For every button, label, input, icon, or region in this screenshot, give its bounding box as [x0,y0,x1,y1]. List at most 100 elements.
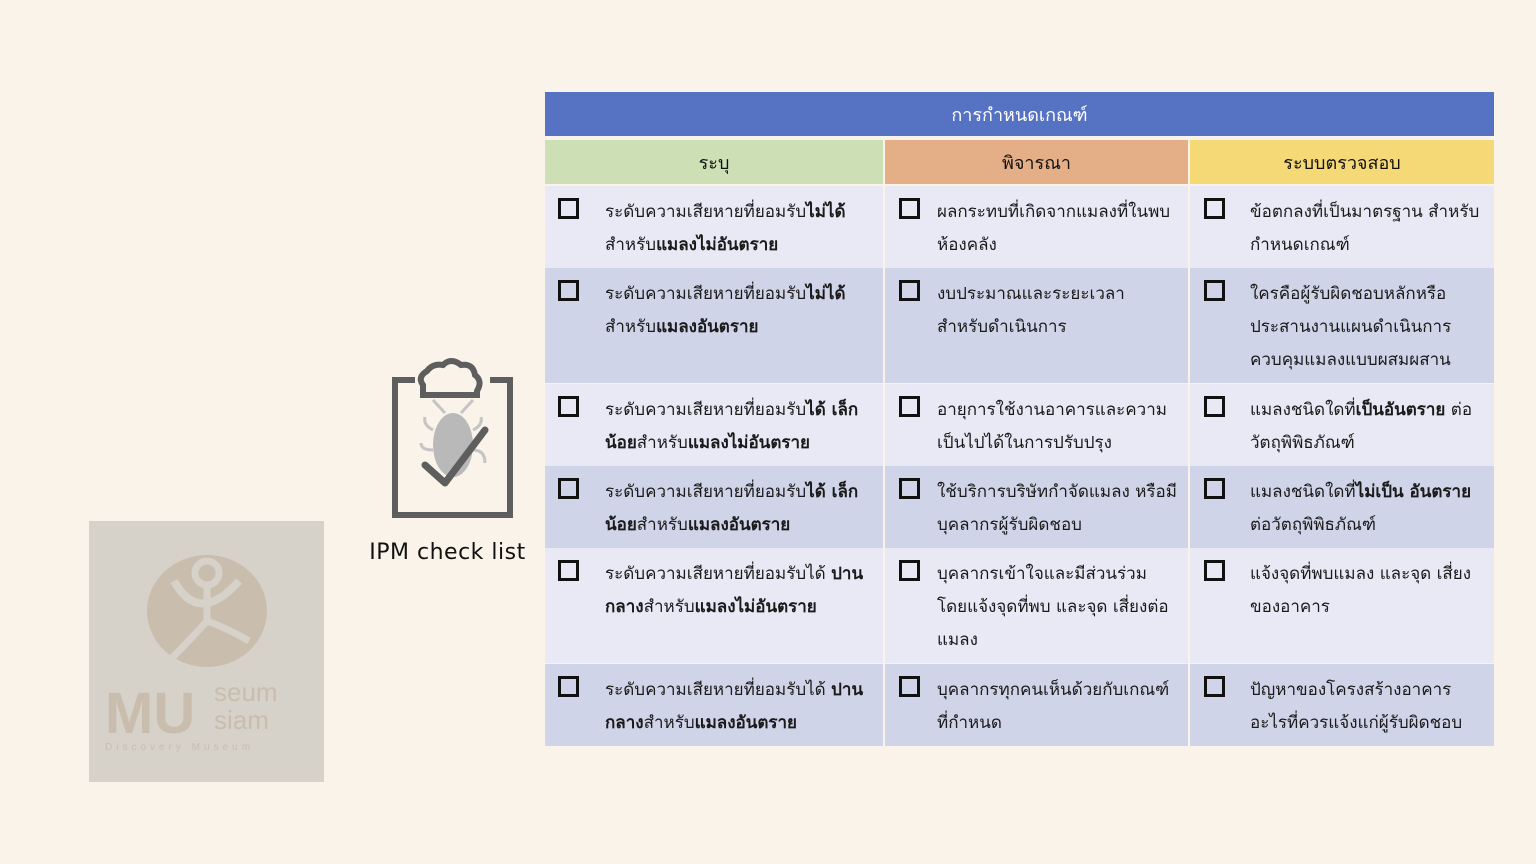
criteria-text: แจ้งจุดที่พบแมลง และจุด เสี่ยงของอาคาร [1250,564,1471,617]
svg-text:Discovery Museum: Discovery Museum [105,742,254,753]
criteria-text-part: งบประมาณและระยะเวลา สำหรับดำเนินการ [937,284,1125,337]
criteria-text-part: สำหรับ [636,515,688,535]
criteria-text-part: ใช้บริการบริษัทกำจัดแมลง หรือมีบุคลากรผู… [937,482,1177,535]
criteria-text-bold: แมลงไม่อันตราย [687,433,811,453]
checkbox[interactable] [1204,280,1225,301]
checkbox[interactable] [558,280,579,301]
cell-consider: ผลกระทบที่เกิดจากแมลงที่ในพบห้องคลัง [885,186,1188,268]
criteria-text-part: ระดับความเสียหายที่ยอมรับได้ [605,564,832,584]
column-header-identify: ระบุ [545,140,883,184]
criteria-text-bold: แมลงอันตราย [656,317,759,337]
table-row: ระดับความเสียหายที่ยอมรับได้ ปานกลางสำหร… [545,664,1494,746]
museum-siam-logo: MU seum siam Discovery Museum [89,521,324,782]
criteria-text-part: ต่อวัตถุพิพิธภัณฑ์ [1250,515,1377,535]
checkbox[interactable] [899,560,920,581]
criteria-text-bold: ไม่เป็น อันตราย [1355,482,1472,502]
column-headers: ระบุ พิจารณา ระบบตรวจสอบ [545,140,1494,184]
criteria-text: ระดับความเสียหายที่ยอมรับไม่ได้ สำหรับแม… [605,202,846,255]
checkbox[interactable] [899,396,920,417]
criteria-text-bold: ได้ เล็กน้อย [605,400,859,453]
criteria-text: แมลงชนิดใดที่ไม่เป็น อันตรายต่อวัตถุพิพิ… [1250,482,1471,535]
criteria-text-part: แจ้งจุดที่พบแมลง และจุด เสี่ยงของอาคาร [1250,564,1472,617]
checkbox[interactable] [1204,560,1225,581]
criteria-text: ผลกระทบที่เกิดจากแมลงที่ในพบห้องคลัง [937,202,1170,255]
checkbox[interactable] [899,198,920,219]
criteria-text-part: อายุการใช้งานอาคารและความเป็นไปได้ในการป… [937,400,1167,453]
table-row: ระดับความเสียหายที่ยอมรับได้ เล็กน้อยสำห… [545,384,1494,466]
checkbox[interactable] [899,676,920,697]
table-row: ระดับความเสียหายที่ยอมรับได้ เล็กน้อยสำห… [545,466,1494,548]
criteria-text: งบประมาณและระยะเวลา สำหรับดำเนินการ [937,284,1125,337]
table-body: ระดับความเสียหายที่ยอมรับไม่ได้ สำหรับแม… [545,186,1494,746]
cell-verification: แมลงชนิดใดที่ไม่เป็น อันตรายต่อวัตถุพิพิ… [1190,466,1494,548]
cell-identify: ระดับความเสียหายที่ยอมรับไม่ได้ สำหรับแม… [545,186,883,268]
criteria-text-part: แมลงชนิดใดที่ [1250,400,1356,420]
criteria-text-part: บุคลากรทุกคนเห็นด้วยกับเกณฑ์ที่กำหนด [937,680,1170,733]
checkbox[interactable] [1204,396,1225,417]
cell-consider: งบประมาณและระยะเวลา สำหรับดำเนินการ [885,268,1188,383]
cell-identify: ระดับความเสียหายที่ยอมรับไม่ได้ สำหรับแม… [545,268,883,383]
criteria-text: ข้อตกลงที่เป็นมาตรฐาน สำหรับกำหนดเกณฑ์ [1250,202,1479,255]
table-row: ระดับความเสียหายที่ยอมรับได้ ปานกลางสำหร… [545,548,1494,663]
criteria-text-part: สำหรับ [643,713,695,733]
criteria-text: ระดับความเสียหายที่ยอมรับไม่ได้ สำหรับแม… [605,284,846,337]
table-row: ระดับความเสียหายที่ยอมรับไม่ได้ สำหรับแม… [545,186,1494,268]
svg-text:seum: seum [214,677,278,707]
criteria-text-bold: แมลงไม่อันตราย [694,597,817,617]
column-header-consider: พิจารณา [885,140,1188,184]
criteria-text-bold: ไม่ได้ [806,202,846,222]
cell-identify: ระดับความเสียหายที่ยอมรับได้ ปานกลางสำหร… [545,664,883,746]
criteria-text-part: ระดับความเสียหายที่ยอมรับ [605,284,807,304]
criteria-text-part: แมลงชนิดใดที่ [1250,482,1356,502]
cell-verification: ใครคือผู้รับผิดชอบหลักหรือประสานงานแผนดำ… [1190,268,1494,383]
criteria-text: ระดับความเสียหายที่ยอมรับได้ เล็กน้อยสำห… [605,482,858,535]
checkbox[interactable] [1204,676,1225,697]
checkbox[interactable] [558,676,579,697]
cell-identify: ระดับความเสียหายที่ยอมรับได้ เล็กน้อยสำห… [545,384,883,466]
criteria-text: ใช้บริการบริษัทกำจัดแมลง หรือมีบุคลากรผู… [937,482,1177,535]
checkbox[interactable] [899,478,920,499]
criteria-text-part: ระดับความเสียหายที่ยอมรับ [605,400,807,420]
criteria-text-bold: แมลงไม่อันตราย [656,235,779,255]
checkbox[interactable] [558,560,579,581]
svg-text:MU: MU [105,681,195,746]
criteria-text-bold: แมลงอันตราย [694,713,798,733]
cell-identify: ระดับความเสียหายที่ยอมรับได้ เล็กน้อยสำห… [545,466,883,548]
checkbox[interactable] [558,478,579,499]
checkbox[interactable] [558,396,579,417]
criteria-text-part: สำหรับ [605,317,657,337]
cell-consider: บุคลากรเข้าใจและมีส่วนร่วม โดยแจ้งจุดที่… [885,548,1188,663]
criteria-text-part: ระดับความเสียหายที่ยอมรับ [605,202,807,222]
criteria-text-bold: เป็นอันตราย [1355,400,1446,420]
criteria-text-part: ใครคือผู้รับผิดชอบหลักหรือประสานงานแผนดำ… [1250,284,1452,370]
cell-verification: แมลงชนิดใดที่เป็นอันตราย ต่อวัตถุพิพิธภั… [1190,384,1494,466]
table-title: การกำหนดเกณฑ์ [545,92,1494,136]
museum-siam-logo-icon: MU seum siam Discovery Museum [105,555,278,753]
criteria-text-part: สำหรับ [636,433,688,453]
checkbox[interactable] [558,198,579,219]
criteria-text: ระดับความเสียหายที่ยอมรับได้ เล็กน้อยสำห… [605,400,858,453]
checkbox[interactable] [899,280,920,301]
criteria-text-part: ปัญหาของโครงสร้างอาคาร อะไรที่ควรแจ้งแก่… [1250,680,1463,733]
criteria-text-bold: ปานกลาง [605,564,864,617]
criteria-text: บุคลากรทุกคนเห็นด้วยกับเกณฑ์ที่กำหนด [937,680,1169,733]
criteria-text: อายุการใช้งานอาคารและความเป็นไปได้ในการป… [937,400,1167,453]
svg-text:siam: siam [214,705,269,735]
criteria-text-part: ข้อตกลงที่เป็นมาตรฐาน สำหรับกำหนดเกณฑ์ [1250,202,1480,255]
cell-identify: ระดับความเสียหายที่ยอมรับได้ ปานกลางสำหร… [545,548,883,663]
column-header-verification: ระบบตรวจสอบ [1190,140,1494,184]
criteria-text: ระดับความเสียหายที่ยอมรับได้ ปานกลางสำหร… [605,564,863,617]
cell-consider: อายุการใช้งานอาคารและความเป็นไปได้ในการป… [885,384,1188,466]
criteria-text: บุคลากรเข้าใจและมีส่วนร่วม โดยแจ้งจุดที่… [937,564,1169,650]
criteria-text-bold: ปานกลาง [605,680,864,733]
cell-verification: แจ้งจุดที่พบแมลง และจุด เสี่ยงของอาคาร [1190,548,1494,663]
table-row: ระดับความเสียหายที่ยอมรับไม่ได้ สำหรับแม… [545,268,1494,383]
criteria-text-bold: ได้ เล็กน้อย [605,482,859,535]
criteria-text-part: บุคลากรเข้าใจและมีส่วนร่วม โดยแจ้งจุดที่… [937,564,1169,650]
criteria-text-part: ต่อวัตถุพิพิธภัณฑ์ [1250,400,1473,453]
checkbox[interactable] [1204,478,1225,499]
checkbox[interactable] [1204,198,1225,219]
ipm-checklist-caption: IPM check list [369,540,526,565]
criteria-text-bold: แมลงอันตราย [687,515,791,535]
criteria-text-part: สำหรับ [605,235,657,255]
